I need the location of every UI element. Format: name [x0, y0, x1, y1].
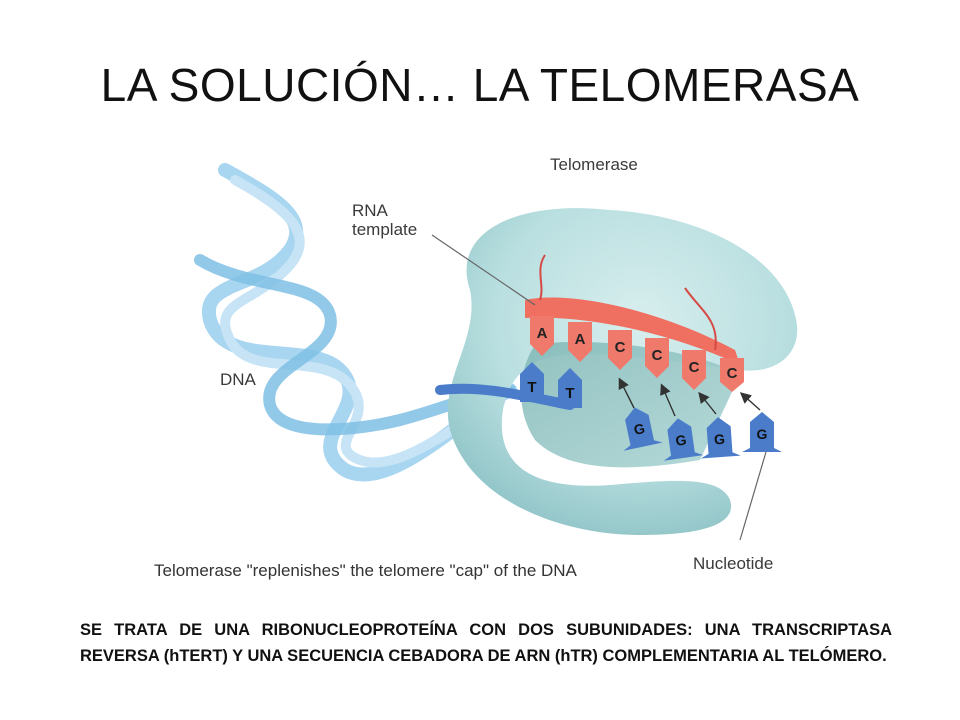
dna-primer-strand: T T	[435, 362, 582, 410]
binding-arrows	[618, 377, 761, 417]
rna-template	[525, 254, 740, 365]
nucleotide-base: G	[632, 420, 646, 438]
dna-base: T	[527, 379, 536, 396]
template-base: C	[689, 359, 700, 376]
arrow	[698, 391, 717, 415]
nucleotide-label: Nucleotide	[693, 554, 774, 573]
telomerase-label: Telomerase	[550, 155, 638, 174]
nucleotide-base: G	[714, 431, 726, 448]
dna-label: DNA	[220, 370, 256, 389]
template-base: A	[537, 325, 548, 342]
telomerase-illustration: A A C C C C	[194, 163, 798, 541]
arrow	[739, 392, 761, 411]
rna-template-leader	[431, 234, 536, 306]
template-base: C	[727, 365, 738, 382]
arrow	[660, 383, 676, 417]
slide-title: LA SOLUCIÓN… LA TELOMERASA	[100, 59, 860, 111]
template-base: C	[615, 339, 626, 356]
telomerase-enzyme	[447, 208, 798, 536]
arrow	[618, 377, 635, 409]
nucleotide-base: G	[757, 426, 768, 442]
template-base: A	[575, 331, 586, 348]
telomerase-diagram: A A C C C C	[140, 140, 840, 600]
incoming-nucleotides: G G G G	[623, 407, 782, 461]
nucleotide-base: G	[674, 431, 687, 448]
leader-lines	[431, 234, 767, 541]
body-paragraph: SE TRATA DE UNA RIBONUCLEOPROTEÍNA CON D…	[80, 621, 892, 665]
nucleotide-leader	[739, 451, 767, 541]
dna-base: T	[565, 385, 574, 402]
figure-caption: Telomerase "replenishes" the telomere "c…	[154, 561, 577, 580]
rna-template-label: RNA template	[352, 201, 418, 240]
dna-helix	[194, 163, 517, 482]
template-base: C	[652, 347, 663, 364]
template-bases: A A C C C C	[530, 316, 744, 392]
